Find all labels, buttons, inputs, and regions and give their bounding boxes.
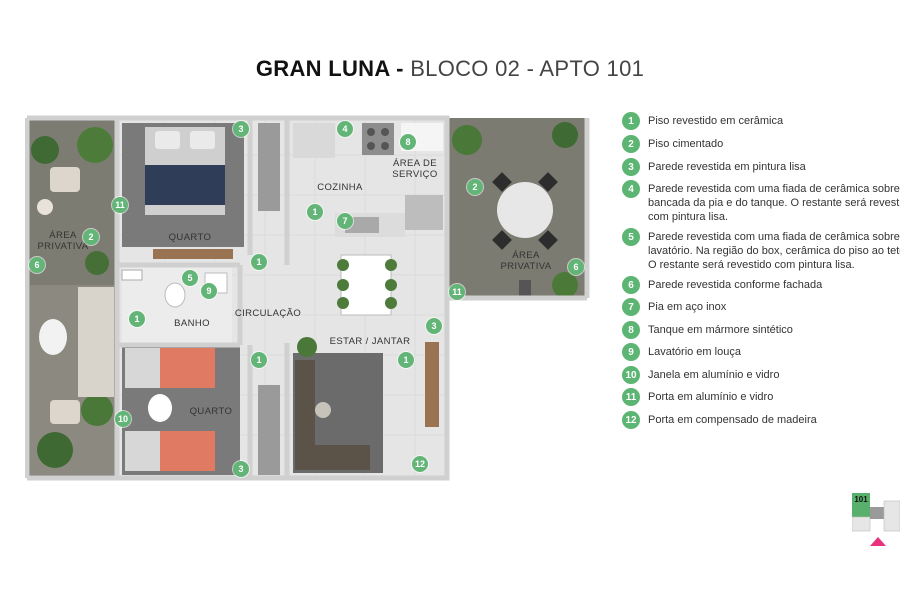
label-banho: BANHO	[174, 318, 210, 329]
location-marker	[870, 537, 886, 546]
plan-badge: 2	[467, 179, 483, 195]
legend-text: Piso revestido em cerâmica	[648, 115, 784, 127]
plan-badge: 3	[426, 318, 442, 334]
legend-number: 12	[622, 411, 640, 429]
plan-badge: 7	[337, 213, 353, 229]
key-plan: 101	[851, 493, 900, 553]
legend-item: 11 Porta em alumínio e vidro	[622, 388, 900, 406]
key-plan-drawing	[851, 500, 900, 546]
plan-badge: 8	[400, 134, 416, 150]
legend-text: Piso cimentado	[648, 138, 724, 150]
legend-item: 12 Porta em compensado de madeira	[622, 411, 900, 429]
plan-badge: 11	[112, 197, 128, 213]
legend-item: 4 Parede revestida com uma fiada de cerâ…	[622, 180, 900, 224]
legend-text: Janela em alumínio e vidro	[648, 369, 780, 381]
legend-number: 9	[622, 343, 640, 361]
label-cozinha: COZINHA	[317, 182, 363, 193]
legend-number: 8	[622, 321, 640, 339]
legend-number: 7	[622, 298, 640, 316]
plan-badge: 12	[412, 456, 428, 472]
legend-text: Pia em aço inox	[648, 301, 727, 313]
legend-text: Parede revestida em pintura lisa	[648, 161, 806, 173]
label-circulacao: CIRCULAÇÃO	[234, 308, 302, 319]
plan-badge: 1	[251, 352, 267, 368]
legend-item: 5 Parede revestida com uma fiada de cerâ…	[622, 228, 900, 272]
legend-item: 6 Parede revestida conforme fachada	[622, 276, 900, 294]
plan-badge: 6	[29, 257, 45, 273]
floor-plan: ÁREA PRIVATIVA QUARTO COZINHA ÁREA DE SE…	[25, 115, 590, 483]
legend-number: 10	[622, 366, 640, 384]
label-area-privativa-right: ÁREA PRIVATIVA	[500, 250, 552, 272]
legend-text: Porta em alumínio e vidro	[648, 391, 774, 403]
label-area-servico: ÁREA DE SERVIÇO	[392, 158, 438, 180]
plan-badge: 1	[307, 204, 323, 220]
plan-badge: 3	[233, 461, 249, 477]
label-estar-jantar: ESTAR / JANTAR	[329, 336, 411, 347]
label-area-privativa-left: ÁREA PRIVATIVA	[37, 230, 89, 252]
plan-badge: 11	[449, 284, 465, 300]
legend-text: Parede revestida com uma fiada de cerâmi…	[648, 231, 900, 271]
plan-badge: 1	[398, 352, 414, 368]
legend-text: Parede revestida conforme fachada	[648, 279, 823, 291]
legend-text: Lavatório em louça	[648, 346, 741, 358]
legend-item: 2 Piso cimentado	[622, 135, 900, 153]
plan-badge: 1	[129, 311, 145, 327]
page-title: GRAN LUNA - BLOCO 02 - APTO 101	[0, 56, 900, 82]
legend-number: 6	[622, 276, 640, 294]
legend-text: Porta em compensado de madeira	[648, 414, 817, 426]
plan-badge: 5	[182, 270, 198, 286]
legend: 1 Piso revestido em cerâmica 2 Piso cime…	[622, 110, 900, 440]
label-quarto-bottom: QUARTO	[189, 406, 233, 417]
title-project: GRAN LUNA -	[255, 56, 404, 81]
plan-badge: 3	[233, 121, 249, 137]
plan-badge: 4	[337, 121, 353, 137]
legend-item: 7 Pia em aço inox	[622, 298, 900, 316]
legend-number: 2	[622, 135, 640, 153]
label-quarto-top: QUARTO	[168, 232, 212, 243]
legend-item: 3 Parede revestida em pintura lisa	[622, 158, 900, 176]
title-unit: BLOCO 02 - APTO 101	[410, 56, 645, 81]
key-plan-unit-label: 101	[852, 493, 870, 505]
legend-number: 5	[622, 228, 640, 246]
plan-badge: 6	[568, 259, 584, 275]
legend-number: 11	[622, 388, 640, 406]
legend-number: 1	[622, 112, 640, 130]
plan-badge: 10	[115, 411, 131, 427]
legend-item: 1 Piso revestido em cerâmica	[622, 112, 900, 130]
legend-item: 10 Janela em alumínio e vidro	[622, 366, 900, 384]
plan-badge: 9	[201, 283, 217, 299]
legend-item: 9 Lavatório em louça	[622, 343, 900, 361]
legend-text: Parede revestida com uma fiada de cerâmi…	[648, 183, 900, 223]
legend-text: Tanque em mármore sintético	[648, 324, 793, 336]
legend-number: 3	[622, 158, 640, 176]
plan-badge: 2	[83, 229, 99, 245]
plan-badge: 1	[251, 254, 267, 270]
legend-number: 4	[622, 180, 640, 198]
legend-item: 8 Tanque em mármore sintético	[622, 321, 900, 339]
floor-plan-drawing	[25, 115, 590, 483]
